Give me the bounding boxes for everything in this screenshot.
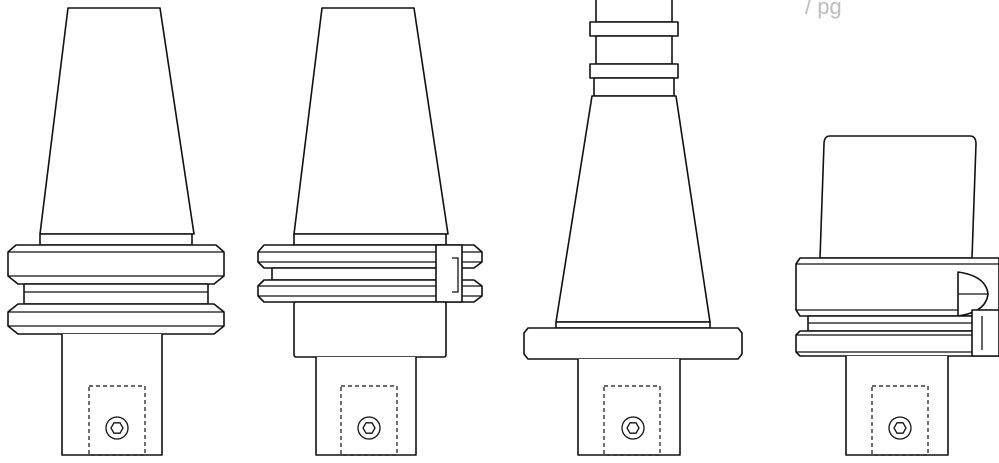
taper-cone <box>39 7 195 235</box>
taper-cone <box>555 95 711 323</box>
hidden-bore <box>871 385 929 456</box>
cropped-corner-text: / pg <box>805 0 842 19</box>
knob-base <box>593 77 675 97</box>
drive-slot <box>971 309 999 357</box>
steep-taper-holder <box>7 7 225 456</box>
taper-holder-with-retention-knob <box>523 0 743 456</box>
gauge-line-ring <box>293 233 447 246</box>
square-shank <box>577 359 681 456</box>
hex-socket-icon <box>893 422 907 434</box>
square-shank <box>315 357 417 456</box>
knob-top <box>595 0 673 23</box>
knob-neck <box>595 35 673 65</box>
steep-taper-holder-with-slotted-flange <box>257 7 483 456</box>
square-shank <box>845 356 949 456</box>
flange <box>523 327 743 360</box>
hidden-bore <box>603 385 661 456</box>
taper-cone <box>293 7 449 235</box>
hex-socket-icon <box>626 422 640 434</box>
hidden-bore <box>88 385 146 456</box>
neck <box>293 301 447 358</box>
v-groove <box>271 267 459 281</box>
hollow-taper-shank-holder <box>795 135 999 456</box>
gauge-line-ring <box>39 233 193 246</box>
hidden-bore <box>340 385 398 456</box>
hollow-taper-shank <box>819 135 977 259</box>
knob-collar-lower <box>589 63 679 79</box>
flange-lower <box>7 303 225 335</box>
v-groove <box>23 283 209 305</box>
hex-socket-icon <box>110 422 124 434</box>
hex-socket-icon <box>362 422 376 434</box>
flange-upper <box>7 244 225 285</box>
knob-collar-upper <box>589 21 679 37</box>
gauge-line-ring <box>555 321 711 329</box>
